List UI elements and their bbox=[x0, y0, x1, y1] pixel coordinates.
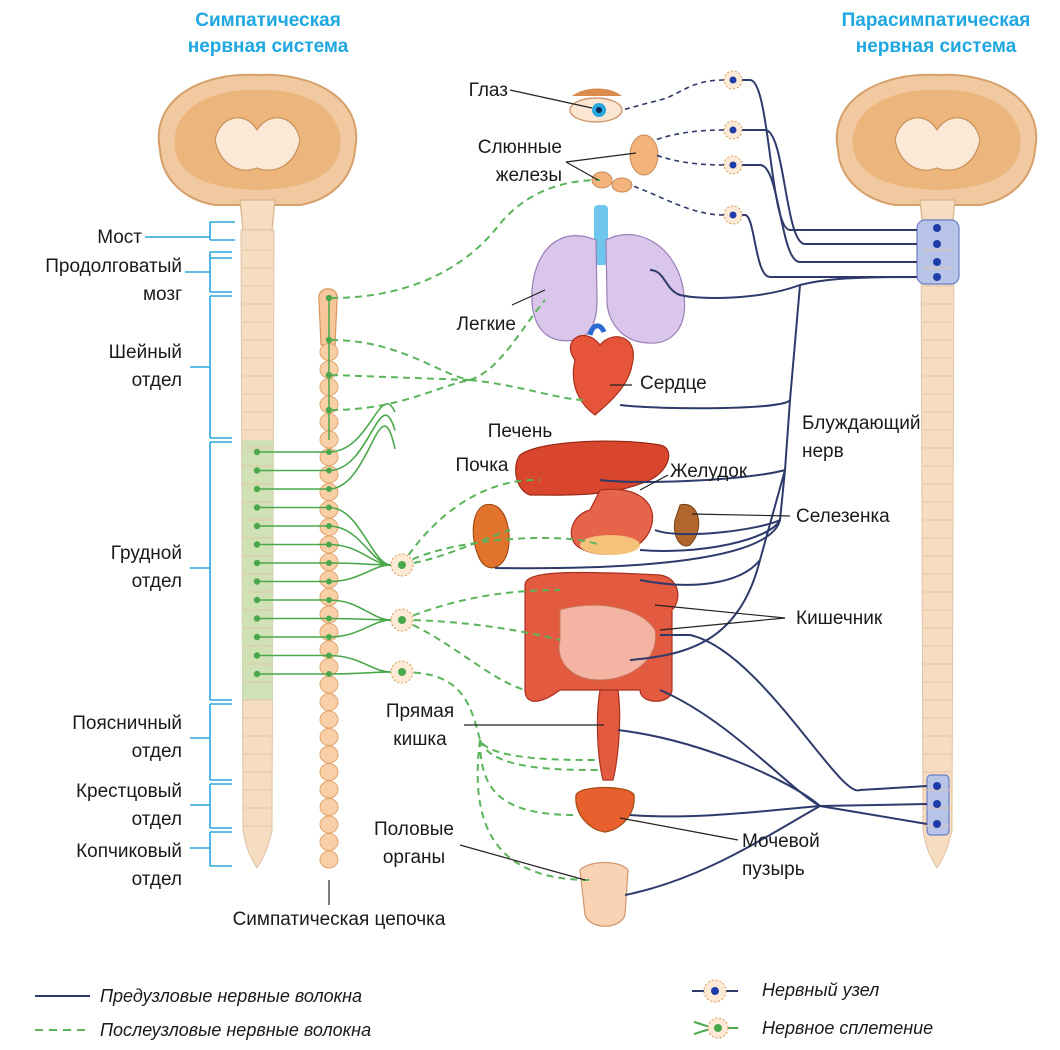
parasympathetic-title-line2: нервная система bbox=[856, 36, 1017, 57]
label-liver: Печень bbox=[488, 421, 553, 442]
label-bladder-line1: Мочевой bbox=[742, 831, 820, 852]
label-sacral-line1: Крестцовый bbox=[76, 781, 182, 802]
genitals-organ bbox=[580, 863, 628, 927]
label-coccygeal-line1: Копчиковый bbox=[76, 841, 182, 862]
ganglion-icon bbox=[692, 980, 738, 1002]
salivary-glands-organ bbox=[592, 135, 658, 192]
label-medulla-line1: Продолговатый bbox=[45, 256, 182, 277]
left-brain bbox=[159, 75, 357, 230]
chain-bead bbox=[320, 746, 338, 763]
label-cervical-line1: Шейный bbox=[109, 342, 182, 363]
label-vagus-line2: нерв bbox=[802, 441, 844, 462]
right-spinal-cord bbox=[917, 220, 959, 868]
chain-bead bbox=[320, 729, 338, 746]
bladder-organ bbox=[576, 788, 634, 833]
splanchnic-fiber bbox=[329, 600, 391, 620]
lungs-organ bbox=[532, 205, 685, 343]
kidney-organ bbox=[473, 504, 509, 567]
chain-bead bbox=[320, 781, 338, 798]
sympathetic-chain bbox=[319, 289, 338, 905]
sympathetic-title-line1: Симпатическая bbox=[195, 10, 341, 31]
label-kidney: Почка bbox=[455, 455, 508, 476]
rectum-organ bbox=[597, 690, 619, 780]
chain-bead bbox=[320, 694, 338, 711]
upper-thoracic-fiber bbox=[329, 426, 395, 489]
label-medulla-line2: мозг bbox=[143, 284, 182, 305]
upper-thoracic-fiber bbox=[329, 404, 395, 452]
label-salivary-line1: Слюнные bbox=[478, 137, 562, 158]
label-cervical-line2: отдел bbox=[132, 370, 182, 391]
label-salivary-line2: железы bbox=[496, 165, 562, 186]
parasympathetic-ganglia bbox=[724, 71, 742, 224]
legend-plexus: Нервное сплетение bbox=[762, 1018, 933, 1038]
sympathetic-title-line2: нервная система bbox=[188, 36, 349, 57]
label-genitals-line1: Половые bbox=[374, 819, 454, 840]
label-sacral-line2: отдел bbox=[132, 809, 182, 830]
chain-bead bbox=[320, 711, 338, 728]
label-heart: Сердце bbox=[640, 373, 707, 394]
chain-bead bbox=[320, 851, 338, 868]
legend: Предузловые нервные волокна Послеузловые… bbox=[35, 980, 933, 1040]
splanchnic-fiber bbox=[329, 508, 391, 566]
splanchnic-fiber bbox=[329, 672, 391, 674]
legend-preganglionic: Предузловые нервные волокна bbox=[100, 986, 362, 1006]
label-vagus-line1: Блуждающий bbox=[802, 413, 921, 434]
plexus-icon bbox=[694, 1018, 738, 1038]
label-coccygeal-line2: отдел bbox=[132, 869, 182, 890]
spleen-organ bbox=[674, 504, 698, 546]
legend-postganglionic: Послеузловые нервные волокна bbox=[100, 1020, 371, 1040]
sympathetic-plexuses bbox=[391, 554, 413, 683]
label-thoracic-line2: отдел bbox=[132, 571, 182, 592]
label-thoracic-line1: Грудной bbox=[111, 543, 182, 564]
chain-bead bbox=[320, 764, 338, 781]
label-spleen: Селезенка bbox=[796, 506, 890, 527]
stomach-organ bbox=[571, 489, 652, 555]
chain-bead bbox=[320, 676, 338, 693]
label-lungs: Легкие bbox=[457, 314, 516, 335]
label-rectum-line1: Прямая bbox=[386, 701, 454, 722]
chain-bead bbox=[320, 834, 338, 851]
heart-organ bbox=[570, 326, 633, 415]
label-intestine: Кишечник bbox=[796, 608, 883, 629]
splanchnic-fiber bbox=[329, 620, 391, 637]
label-sympathetic-chain: Симпатическая цепочка bbox=[233, 909, 446, 930]
label-lumbar-line1: Поясничный bbox=[72, 713, 182, 734]
label-bladder-line2: пузырь bbox=[742, 859, 805, 880]
label-eye: Глаз bbox=[469, 80, 508, 101]
splanchnic-fiber bbox=[329, 656, 391, 673]
parasympathetic-title-line1: Парасимпатическая bbox=[842, 10, 1031, 31]
label-rectum-line2: кишка bbox=[393, 729, 447, 750]
right-brain bbox=[837, 75, 1037, 230]
label-genitals-line2: органы bbox=[383, 847, 445, 868]
legend-ganglion: Нервный узел bbox=[762, 980, 879, 1000]
label-most: Мост bbox=[97, 227, 142, 248]
chain-bead bbox=[320, 816, 338, 833]
chain-bead bbox=[320, 799, 338, 816]
label-lumbar-line2: отдел bbox=[132, 741, 182, 762]
label-stomach: Желудок bbox=[670, 461, 748, 482]
